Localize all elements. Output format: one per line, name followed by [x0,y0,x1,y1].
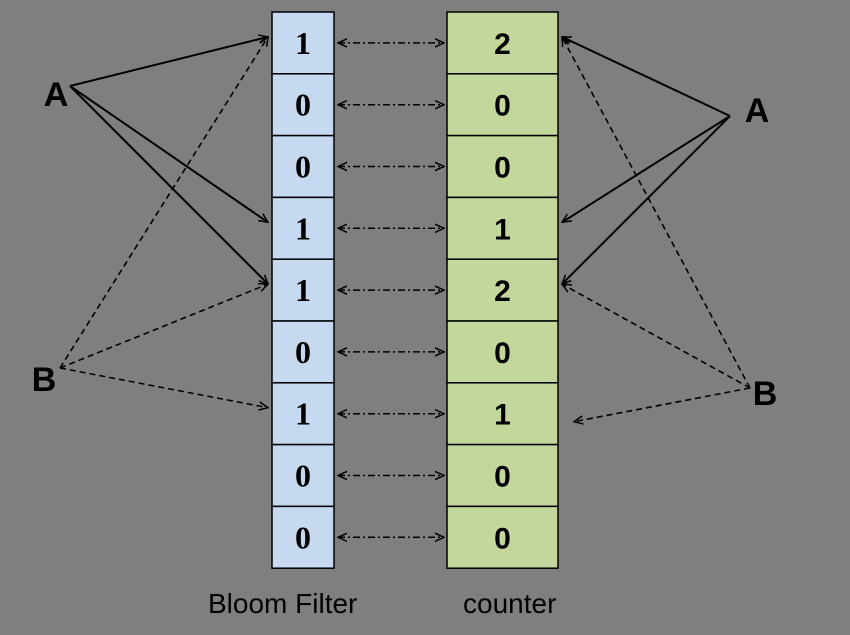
bloom-filter-bit: 1 [295,25,311,61]
counter-cell [446,196,559,260]
bloom-filter-cell [271,134,335,199]
right-a-hash-arrow [562,115,731,222]
right-input-b-label: B [753,375,778,413]
bloom-filter-bit: 0 [295,334,311,370]
bloom-filter-column: 1 0 0 1 1 0 1 0 0 [271,11,335,569]
counter-column: 2 0 0 1 2 0 1 0 0 [446,11,559,569]
counter-cell [446,443,559,508]
left-b-hash-arrow [59,284,268,369]
left-b-hash-arrow [59,37,268,369]
bloom-filter-bit: 1 [295,272,311,308]
bloom-filter-bit: 0 [295,458,311,494]
counter-value: 1 [494,399,511,432]
bloom-filter-cell [271,73,335,137]
right-b-hash-arrow [574,387,751,422]
counter-value: 2 [494,275,511,308]
left-b-hash-arrow [59,367,268,408]
hash-arrows [59,35,751,422]
counter-value: 0 [494,337,511,370]
counter-cell [446,320,559,384]
counter-value: 0 [494,461,511,494]
right-b-hash-arrow [562,37,751,389]
counter-value: 2 [494,28,511,61]
counter-caption: counter [463,588,557,619]
bloom-filter-bit: 0 [295,519,311,555]
counter-cell [446,505,559,569]
counter-value: 0 [494,522,511,555]
right-input-a-label: A [745,92,770,130]
counter-value: 1 [494,213,511,246]
left-a-hash-arrow [69,85,268,222]
bloom-filter-cell [271,382,335,446]
left-input-a-label: A [44,76,69,114]
bloom-filter-cell [271,11,335,75]
bloom-filter-cell [271,505,335,569]
right-a-hash-arrow [562,35,731,117]
left-input-b-label: B [32,361,57,399]
left-a-hash-arrow [69,85,268,284]
bloom-filter-bit: 1 [295,396,311,432]
counter-cell [446,382,559,446]
bloom-filter-caption: Bloom Filter [208,588,358,619]
counter-cell [446,134,559,199]
left-a-hash-arrow [69,37,268,87]
right-a-hash-arrow [562,115,731,284]
bloom-filter-bit: 0 [295,87,311,123]
counter-cell [446,11,559,75]
bloom-filter-bit: 0 [295,149,311,185]
counter-value: 0 [494,152,511,185]
counter-value: 0 [494,90,511,123]
cell-link-arrows [338,43,444,537]
counter-cell [446,258,559,322]
right-b-hash-arrow [562,284,751,389]
bloom-filter-bit: 1 [295,210,311,246]
bloom-filter-cell [271,443,335,508]
